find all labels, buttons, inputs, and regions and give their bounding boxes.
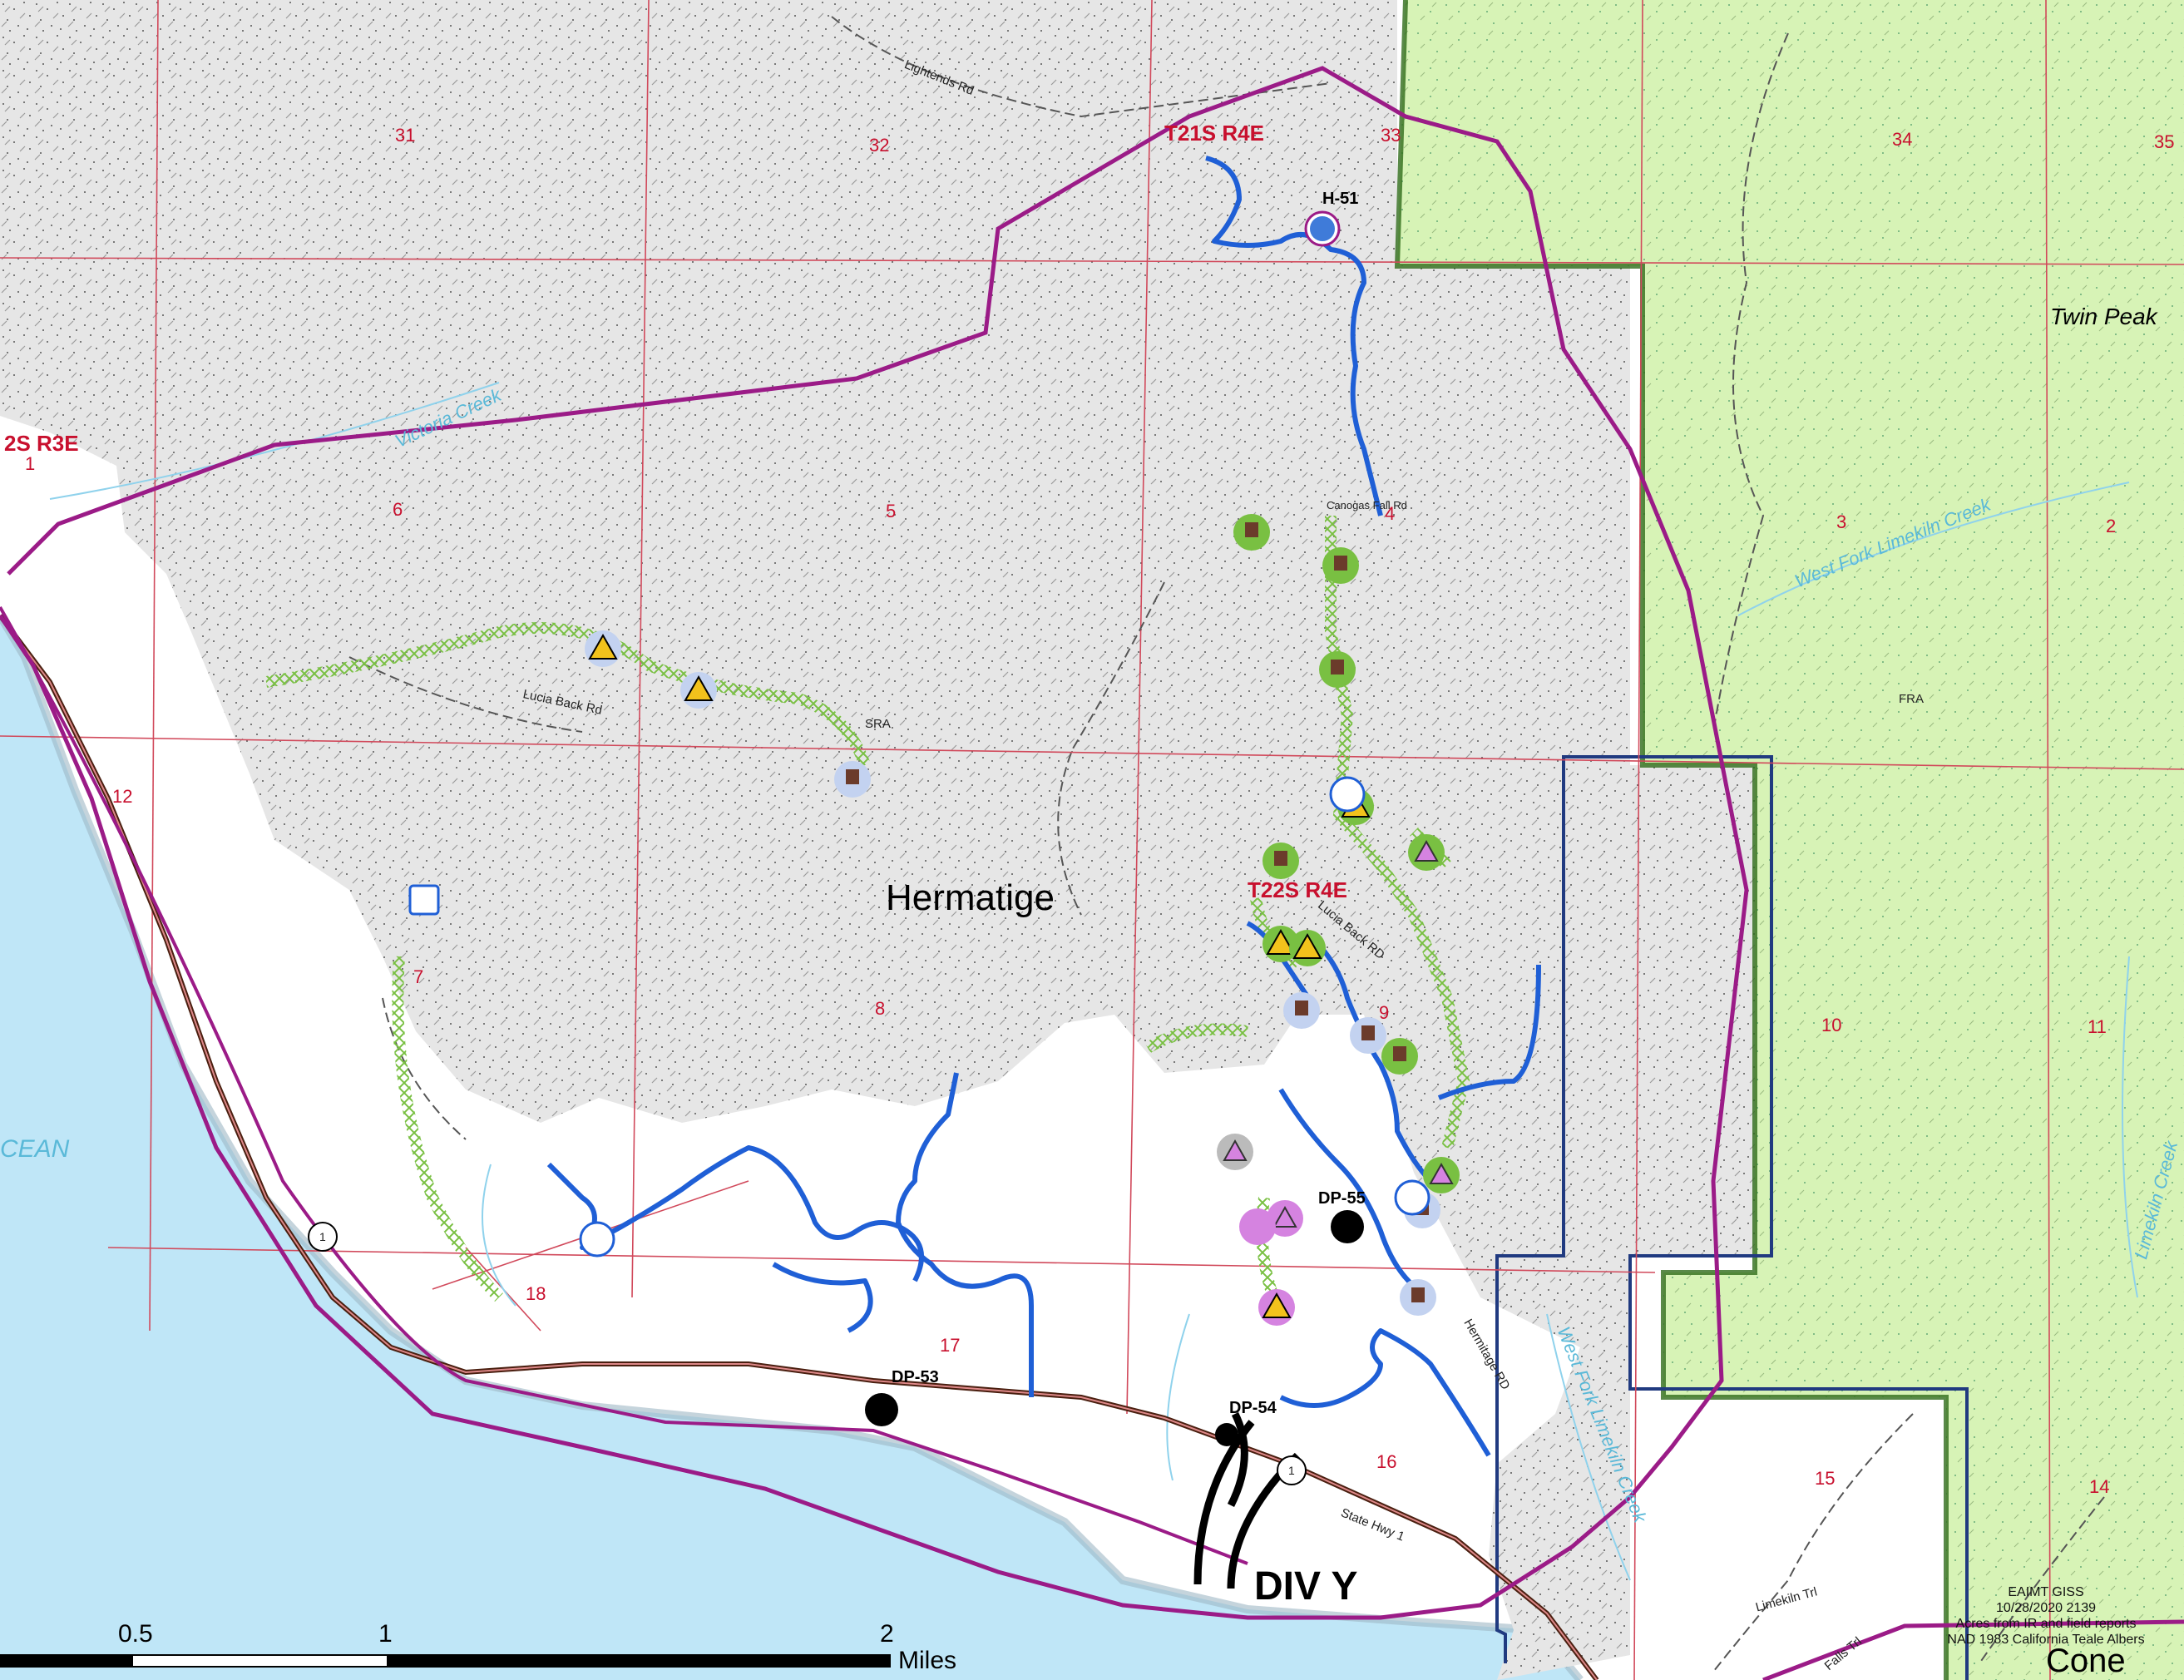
- division-label: DIV Y: [1254, 1564, 1358, 1608]
- place-twin-peak: Twin Peak: [2050, 304, 2157, 329]
- road-canogas-fall: Canogas Fall Rd: [1327, 499, 1407, 511]
- scale-tick-0-5: 0.5: [118, 1620, 153, 1648]
- dp-53-label: DP-53: [892, 1368, 939, 1386]
- info-datetime: 10/28/2020 2139: [1995, 1601, 2097, 1615]
- heli-label: H-51: [1322, 190, 1359, 208]
- township-t21s-r4e: T21S R4E: [1164, 121, 1264, 146]
- water-icon: [408, 884, 440, 916]
- hwy-shield-label-1: 1: [319, 1230, 326, 1243]
- section-8: 8: [875, 998, 886, 1019]
- scale-tick-1: 1: [378, 1620, 393, 1648]
- section-14: 14: [2089, 1476, 2110, 1497]
- dp-54-label: DP-54: [1229, 1399, 1277, 1417]
- place-hermatige: Hermatige: [886, 877, 1055, 918]
- scale-unit: Miles: [898, 1647, 957, 1674]
- info-projection: NAD 1983 California Teale Albers: [1947, 1633, 2145, 1647]
- section-34: 34: [1892, 129, 1913, 150]
- scale-tick-2: 2: [880, 1620, 894, 1648]
- tack-icon: [834, 514, 1440, 1316]
- section-2: 2: [2106, 516, 2117, 536]
- section-7: 7: [413, 966, 424, 987]
- dp-55-label: DP-55: [1318, 1189, 1366, 1208]
- section-18: 18: [526, 1283, 546, 1304]
- section-11: 11: [2088, 1016, 2107, 1037]
- township-2s-r3e: 2S R3E: [4, 431, 79, 456]
- label-fra: FRA: [1899, 692, 1924, 706]
- section-4: 4: [1385, 503, 1396, 524]
- info-org: EAIMT GISS: [2008, 1585, 2084, 1599]
- section-35: 35: [2154, 131, 2175, 152]
- section-10: 10: [1821, 1015, 1842, 1035]
- section-32: 32: [869, 135, 890, 156]
- structure-icon: [1217, 834, 1460, 1245]
- hwy-shield-icon: [308, 1222, 1307, 1485]
- section-16: 16: [1376, 1451, 1397, 1472]
- section-17: 17: [940, 1335, 961, 1356]
- hwy-shield-label-2: 1: [1288, 1464, 1295, 1477]
- label-sra: SRA: [865, 717, 891, 731]
- section-33: 33: [1381, 125, 1401, 146]
- section-12: 12: [112, 786, 133, 807]
- township-t22s-r4e: T22S R4E: [1248, 877, 1347, 902]
- safety-zone-icon: [579, 776, 1430, 1258]
- section-9: 9: [1379, 1002, 1390, 1023]
- section-31: 31: [395, 125, 416, 146]
- ocean-label: CEAN: [0, 1135, 70, 1163]
- section-15: 15: [1815, 1468, 1836, 1489]
- section-3: 3: [1836, 511, 1847, 532]
- info-note: Acres from IR and field reports: [1955, 1617, 2137, 1631]
- place-cone: Cone: [2046, 1643, 2126, 1679]
- section-6: 6: [393, 499, 403, 520]
- section-5: 5: [886, 501, 897, 521]
- drop-point-icon: [865, 1210, 1364, 1446]
- section-1: 1: [25, 453, 36, 474]
- map-info: EAIMT GISS 10/28/2020 2139 Acres from IR…: [1938, 1584, 2154, 1648]
- heli-spot[interactable]: [1304, 210, 1341, 247]
